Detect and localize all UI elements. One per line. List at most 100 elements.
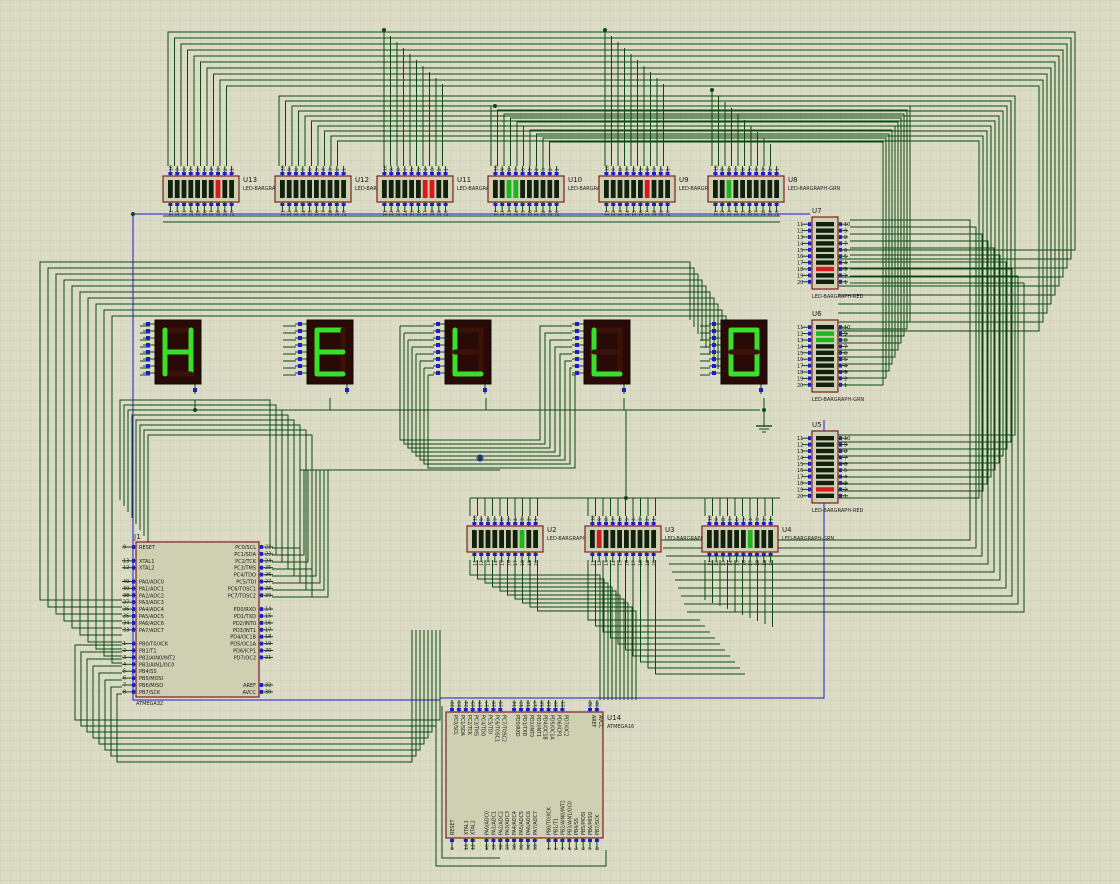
pin-number: 1 xyxy=(844,383,847,389)
bargraph-segment xyxy=(816,279,834,284)
bargraph-segment xyxy=(499,180,505,198)
pin-number: 5 xyxy=(527,168,533,171)
wire xyxy=(516,121,899,351)
pin-marker xyxy=(808,357,811,362)
seven-segment-display[interactable] xyxy=(572,319,631,394)
pin-number: 19 xyxy=(223,210,229,216)
wire xyxy=(440,420,825,699)
wire xyxy=(407,339,572,449)
seven-segment-display[interactable] xyxy=(709,319,768,394)
pin-marker xyxy=(209,172,214,175)
pin-marker xyxy=(712,329,716,333)
pin-marker xyxy=(588,708,592,711)
pin-number: 1 xyxy=(547,847,553,850)
wire xyxy=(663,226,977,549)
pin-number: 35 xyxy=(123,614,129,620)
bargraph-segment xyxy=(208,180,214,198)
pin-number: 39 xyxy=(491,844,497,850)
pin-number: 5 xyxy=(844,254,847,260)
pin-number: 10 xyxy=(707,515,713,521)
seven-segment-display[interactable] xyxy=(143,319,202,394)
bargraph-u11[interactable]: 1011912813714615516417318219120U11LED-BA… xyxy=(376,165,509,216)
pin-number: 13 xyxy=(123,558,129,564)
pin-number: 17 xyxy=(645,210,651,216)
pin-marker xyxy=(652,172,656,175)
pin-marker xyxy=(808,474,811,479)
pin-number: 24 xyxy=(265,558,271,564)
pin-number: 10 xyxy=(844,325,850,331)
pin-marker xyxy=(493,203,498,206)
mcu-u14[interactable]: 22PC0/SCL23PC1/SDA24PC2/TCK25PC3/TMS26PC… xyxy=(445,700,634,850)
seven-segment-display[interactable] xyxy=(433,319,492,394)
pin-marker xyxy=(808,267,811,271)
pin-number: 30 xyxy=(595,701,601,707)
pin-marker xyxy=(491,708,496,711)
bargraph-segment xyxy=(713,180,718,198)
pin-name: PA6/ADC6 xyxy=(139,621,164,627)
bargraph-segment xyxy=(747,180,752,198)
bargraph-segment xyxy=(307,180,312,198)
bargraph-segment xyxy=(280,180,285,198)
pin-marker xyxy=(808,222,811,227)
bargraph-u8[interactable]: 1011912813714615516417318219120U8LED-BAR… xyxy=(707,165,840,216)
pin-marker xyxy=(396,203,400,206)
bargraph-segment xyxy=(774,180,779,198)
pin-number: 5 xyxy=(844,468,847,474)
pin-marker xyxy=(132,662,135,667)
bargraph-segment xyxy=(320,180,326,198)
pin-marker xyxy=(132,676,135,681)
pin-marker xyxy=(808,493,811,498)
bargraph-segment xyxy=(554,180,559,198)
bargraph-segment xyxy=(816,455,834,460)
pin-number: 14 xyxy=(611,560,617,566)
pin-name: PB7/SCK xyxy=(595,814,601,835)
pin-number: 16 xyxy=(797,468,803,474)
pin-marker xyxy=(733,172,738,175)
bargraph-segment xyxy=(202,180,207,198)
pin-marker xyxy=(499,522,504,525)
pin-marker xyxy=(229,172,234,175)
bargraph-segment xyxy=(816,369,834,375)
bargraph-u2[interactable]: 1011912813714615516417318219120U2LED-BAR… xyxy=(466,515,599,566)
wire xyxy=(678,261,1007,589)
component-ref: U6 xyxy=(812,310,822,318)
pin-marker xyxy=(755,522,759,525)
bargraph-segment xyxy=(816,436,834,441)
pin-marker xyxy=(761,203,765,206)
wire xyxy=(272,469,500,598)
pin-number: 7 xyxy=(844,455,847,461)
pin-name: PD5/OC1A xyxy=(230,642,256,648)
pin-number: 13 xyxy=(797,235,803,241)
pin-marker xyxy=(526,522,531,525)
pin-marker xyxy=(560,708,565,711)
pin-number: 28 xyxy=(491,701,497,707)
pin-number: 6 xyxy=(844,248,847,254)
bargraph-segment xyxy=(816,254,834,259)
bargraph-u3[interactable]: 1011912813714615516417318219120U3LED-BAR… xyxy=(584,515,717,566)
pin-number: 1 xyxy=(444,168,450,171)
pin-marker xyxy=(774,172,779,175)
bargraph-u13[interactable]: 1011912813714615516417318219120U13LED-BA… xyxy=(162,165,295,216)
wire xyxy=(337,140,980,499)
pin-marker xyxy=(436,172,441,175)
bargraph-u4[interactable]: 1011912813714615516417318219120U4LED-BAR… xyxy=(701,515,834,566)
mcu-body xyxy=(445,711,604,839)
bargraph-segment xyxy=(610,530,616,548)
pin-name: PB0/T0/XCK xyxy=(139,642,169,648)
bargraph-u9[interactable]: 1011912813714615516417318219120U9LED-BAR… xyxy=(598,165,731,216)
pin-number: 1 xyxy=(769,518,775,521)
pin-number: 2 xyxy=(645,518,651,521)
pin-number: 1 xyxy=(555,168,561,171)
pin-number: 15 xyxy=(741,210,747,216)
seven-segment-display[interactable] xyxy=(295,319,354,394)
bargraph-segment xyxy=(327,180,333,198)
bargraph-body xyxy=(584,525,662,553)
probe-marker xyxy=(476,454,484,462)
pin-marker xyxy=(712,371,716,375)
bargraph-u10[interactable]: 1011912813714615516417318219120U10LED-BA… xyxy=(487,165,620,216)
